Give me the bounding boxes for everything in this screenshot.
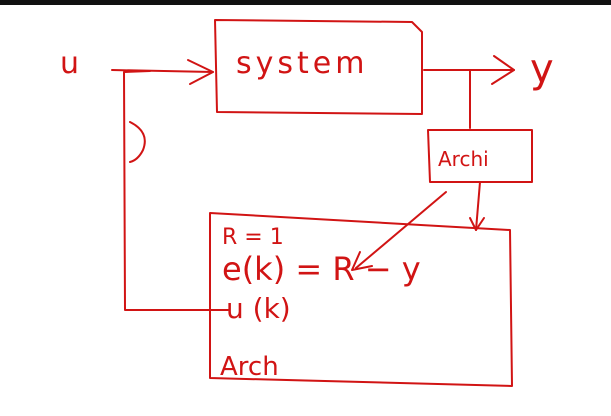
output-signal: y <box>423 46 554 92</box>
system-label: system <box>236 46 368 81</box>
sensor-block: Archi <box>427 129 533 231</box>
controller-line-2: e(k) = R − y <box>222 250 421 288</box>
feedback-path <box>123 70 229 311</box>
controller-box <box>209 212 513 387</box>
sensor-label: Archi <box>438 147 489 171</box>
controller-line-1: R = 1 <box>222 225 284 250</box>
sensor-box <box>427 129 533 183</box>
system-box <box>214 19 423 115</box>
output-label-y: y <box>530 46 554 92</box>
sensor-to-controller-arrowhead <box>469 217 485 231</box>
feedback-loop-line <box>123 70 229 311</box>
input-arrowhead <box>187 59 214 85</box>
output-arrowhead <box>491 55 515 85</box>
controller-footer: Arch <box>220 352 279 382</box>
feedback-bracket <box>129 121 146 163</box>
system-block: system <box>214 19 423 115</box>
sensor-to-controller-arrow <box>475 181 481 231</box>
input-arrow-line <box>111 69 214 73</box>
controller-line-3: u (k) <box>226 292 291 325</box>
top-border-bar <box>0 0 611 5</box>
input-label-u: u <box>60 46 79 81</box>
controller-block: R = 1 e(k) = R − y u (k) Arch <box>209 191 513 387</box>
sensor-diagonal-arrowhead <box>351 251 373 271</box>
sensor-diagonal-arrow <box>355 191 447 269</box>
input-signal: u <box>60 46 214 85</box>
